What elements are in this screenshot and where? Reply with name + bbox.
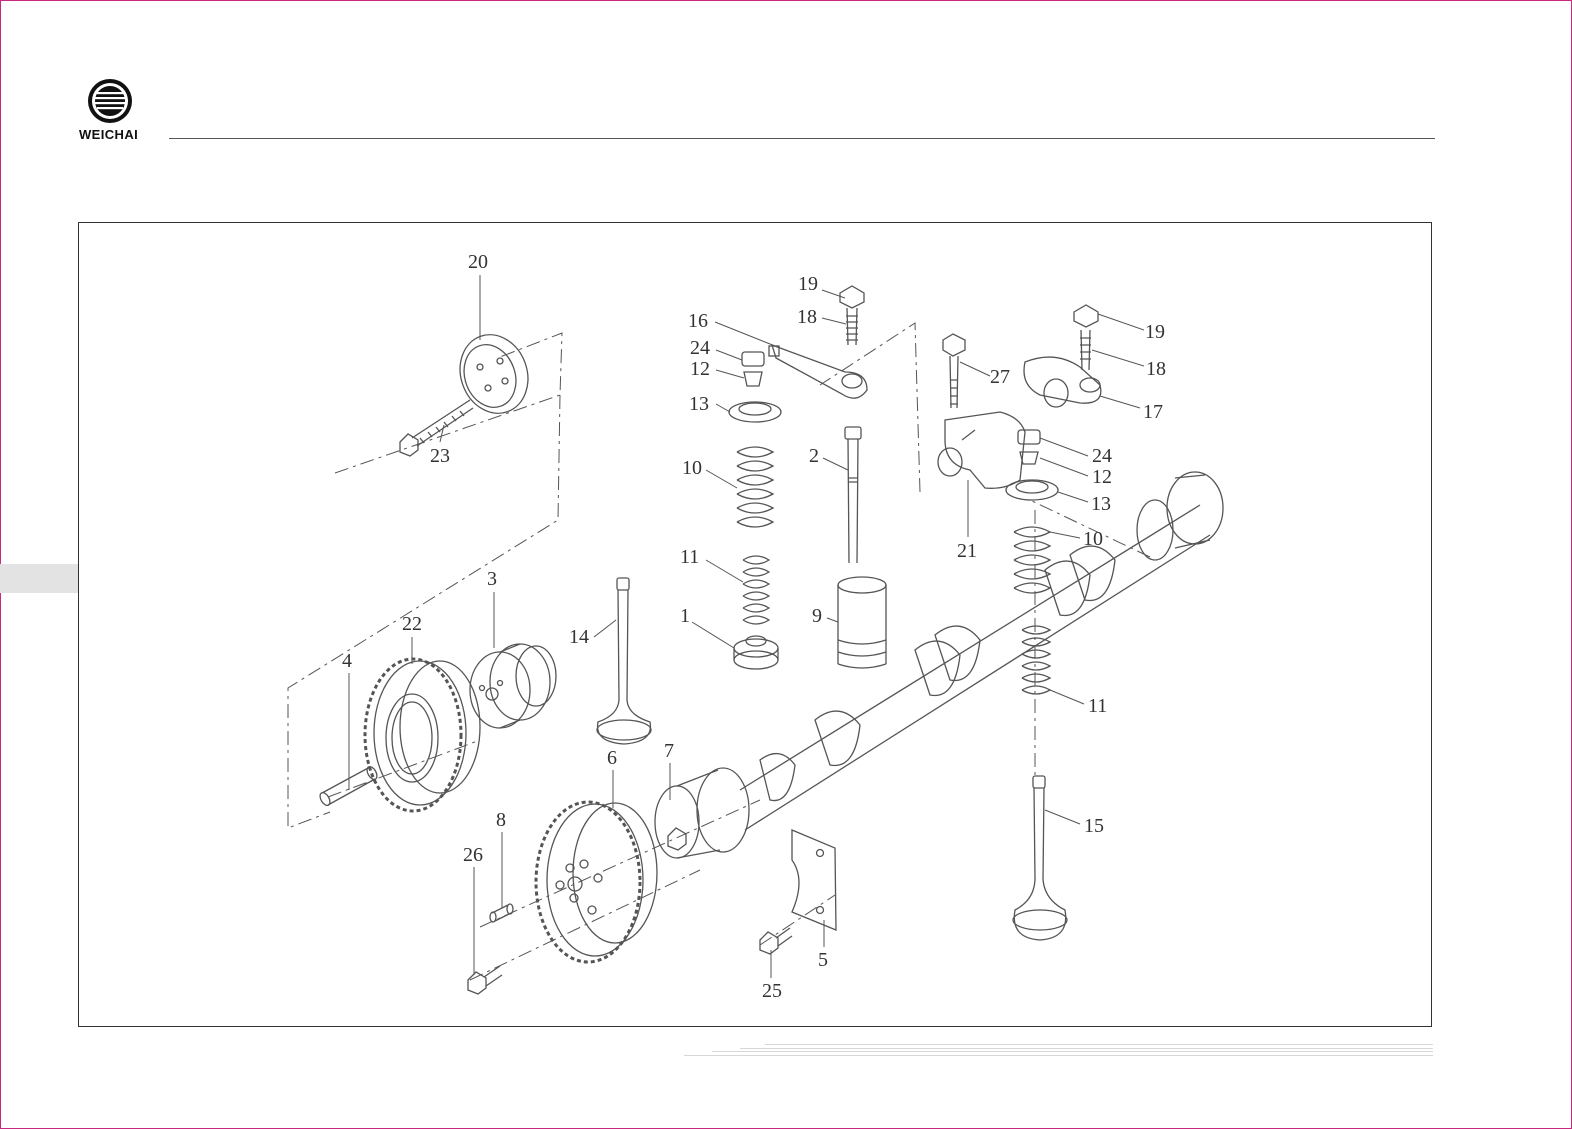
callout-3: 3: [487, 568, 497, 590]
part-gear-bolt: [467, 965, 503, 995]
part-rocker-arm-left: [768, 343, 868, 399]
callout-26: 26: [463, 844, 483, 866]
callout-18-left: 18: [797, 306, 817, 328]
weichai-logo-icon: [88, 79, 132, 123]
part-drive-gear: [363, 657, 481, 813]
callout-21: 21: [957, 540, 977, 562]
footer-line: [765, 1044, 1433, 1045]
part-camshaft-gear: [534, 800, 658, 964]
part-camshaft: [654, 471, 1224, 859]
leader-lines: [348, 275, 1145, 978]
callout-24-right: 24: [1092, 445, 1112, 467]
callout-10-left: 10: [682, 457, 702, 479]
part-push-rod: [844, 426, 862, 564]
callout-10-right: 10: [1083, 528, 1103, 550]
callout-7: 7: [664, 740, 674, 762]
part-valve-cap-right: [1005, 429, 1059, 501]
part-spring-seat: [733, 635, 779, 670]
part-rocker-support: [937, 411, 1026, 489]
part-long-bolt: [399, 399, 474, 457]
part-pulley-disc: [459, 334, 529, 414]
callout-labels: 20 23 22 4 3 14 6 7 8 26 25 5 16 19 18 2…: [342, 251, 1166, 1002]
callout-18-right: 18: [1146, 358, 1166, 380]
brand-name: WEICHAI: [79, 127, 139, 142]
part-bushing: [469, 643, 557, 729]
part-tappet: [837, 576, 887, 669]
callout-8: 8: [496, 809, 506, 831]
part-dowel: [489, 903, 514, 923]
callout-6: 6: [607, 747, 617, 769]
diagram-frame: [78, 222, 1432, 1027]
callout-12-left: 12: [690, 358, 710, 380]
callout-22: 22: [402, 613, 422, 635]
callout-16: 16: [688, 310, 708, 332]
section-tab: [0, 564, 78, 593]
callout-17: 17: [1143, 401, 1163, 423]
footer-line: [740, 1048, 1433, 1049]
callout-15: 15: [1084, 815, 1104, 837]
part-exhaust-valve: [1012, 775, 1068, 941]
part-inner-spring: [742, 555, 771, 625]
part-adjust-screw-left: [839, 285, 865, 346]
callout-20: 20: [468, 251, 488, 273]
callout-19-right: 19: [1145, 321, 1165, 343]
callout-12-right: 12: [1092, 466, 1112, 488]
callout-27: 27: [990, 366, 1010, 388]
callout-25: 25: [762, 980, 782, 1002]
callout-13-left: 13: [689, 393, 709, 415]
part-adjust-screw-right: [1073, 304, 1099, 371]
part-valve-cap: [728, 351, 782, 423]
callout-24-left: 24: [690, 337, 710, 359]
callout-11-left: 11: [680, 546, 699, 568]
footer-line: [712, 1051, 1433, 1052]
header-rule: [169, 138, 1435, 139]
part-outer-spring-right: [1013, 526, 1052, 594]
callout-2: 2: [809, 445, 819, 467]
part-pin: [319, 765, 378, 807]
part-rocker-bolt: [942, 333, 966, 409]
part-small-bolt: [759, 927, 793, 955]
part-intake-valve: [596, 577, 652, 745]
part-outer-spring: [736, 446, 775, 528]
footer-line: [684, 1055, 1433, 1056]
callout-19-left: 19: [798, 273, 818, 295]
part-rocker-arm-right: [1023, 356, 1102, 408]
callout-23: 23: [430, 445, 450, 467]
callout-13-right: 13: [1091, 493, 1111, 515]
callout-9: 9: [812, 605, 822, 627]
callout-11-right: 11: [1088, 695, 1107, 717]
callout-4: 4: [342, 650, 352, 672]
part-thrust-plate: [791, 829, 837, 931]
callout-1: 1: [680, 605, 690, 627]
callout-5: 5: [818, 949, 828, 971]
callout-14: 14: [569, 626, 589, 648]
part-inner-spring-right: [1021, 625, 1052, 695]
